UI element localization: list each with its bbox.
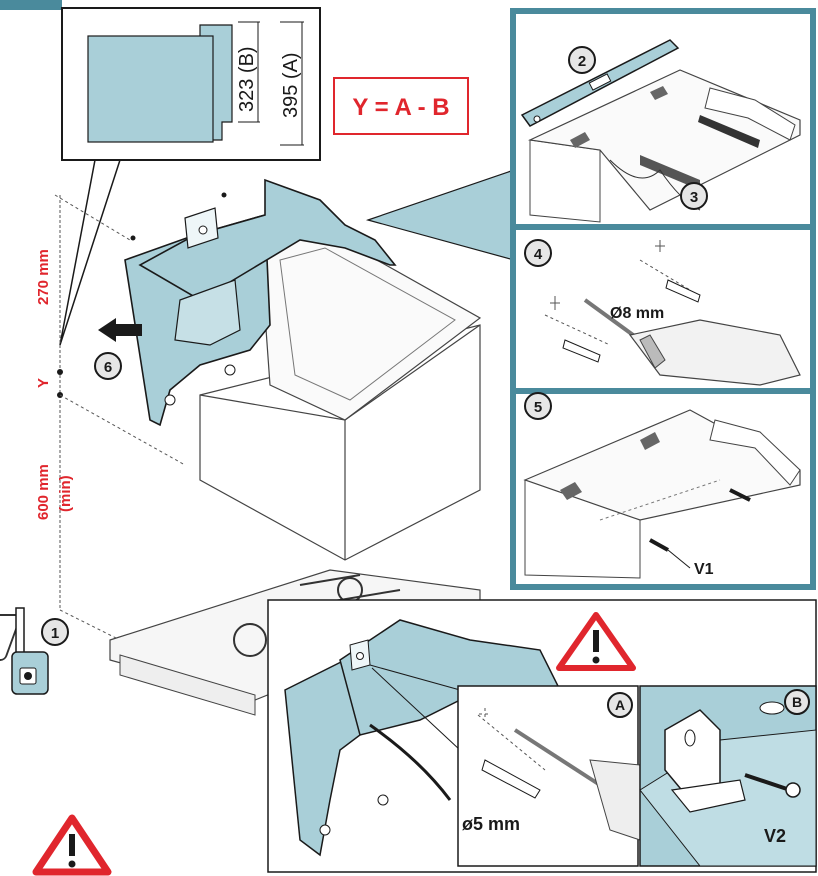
detail-panel: A ø5 mm B V2 xyxy=(267,599,817,873)
step-1-badge: 1 xyxy=(41,618,69,646)
dim-a-label: 395 (A) xyxy=(280,52,302,118)
step-a-label: A xyxy=(615,697,625,713)
step-2-3-illustration xyxy=(520,39,801,223)
step-4-illustration xyxy=(544,240,801,386)
dim-b-label: 323 (B) xyxy=(236,46,258,112)
dim-min-label: (min) xyxy=(57,475,74,512)
steps-panel: 2 3 4 Ø8 mm xyxy=(510,8,816,590)
step-2-badge: 2 xyxy=(568,46,596,74)
step-1-label: 1 xyxy=(51,625,59,642)
step-5-badge: 5 xyxy=(524,392,552,420)
formula-box xyxy=(333,77,469,135)
step-5-illustration xyxy=(523,409,801,579)
step-5-label: 5 xyxy=(534,399,542,416)
step-3-badge: 3 xyxy=(680,182,708,210)
step-6-badge: 6 xyxy=(94,352,122,380)
step-6-label: 6 xyxy=(104,359,112,376)
step-2-label: 2 xyxy=(578,53,586,70)
formula-text: Y = A - B xyxy=(352,94,449,121)
dim-270-label: 270 mm xyxy=(35,249,52,305)
step-b-label: B xyxy=(792,694,802,710)
dim-600-label: 600 mm xyxy=(35,464,52,520)
screw-v1-label: V1 xyxy=(694,561,714,578)
step-4-badge: 4 xyxy=(524,239,552,267)
warning-triangle-icon-detail xyxy=(556,612,636,671)
drill-5mm-label: ø5 mm xyxy=(462,814,520,834)
dim-y-label: Y xyxy=(35,378,52,388)
measuring-tape-icon xyxy=(11,607,49,695)
vertical-dimensions: 270 mm Y 600 mm (min) xyxy=(35,194,186,641)
step-3-label: 3 xyxy=(690,189,698,206)
warning-triangle-icon xyxy=(32,814,112,876)
dimension-callout: 323 (B) 395 (A) xyxy=(59,7,321,346)
arrow-left-icon xyxy=(98,318,142,342)
drill-8mm-label: Ø8 mm xyxy=(610,305,664,322)
corner-mark xyxy=(0,0,62,10)
step-4-label: 4 xyxy=(534,246,543,263)
screw-v2-label: V2 xyxy=(764,826,786,846)
